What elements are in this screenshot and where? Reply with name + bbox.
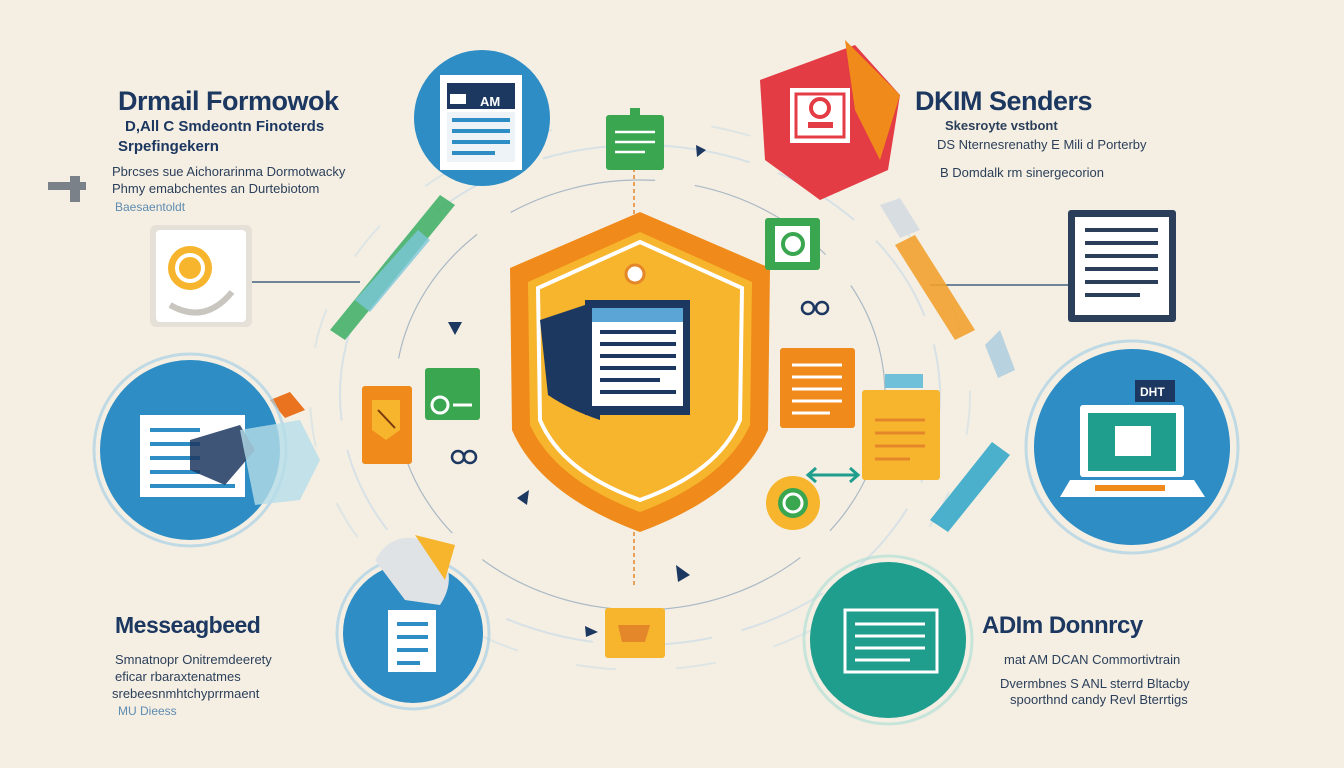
- right-document-icon: [1068, 210, 1176, 322]
- top-right-text-3: B Domdalk rm sinergecorion: [940, 165, 1105, 180]
- dash-accent-icon: [48, 176, 86, 202]
- bottom-left-title: Messeagbeed: [115, 612, 261, 638]
- padlock-circle-icon: [335, 535, 491, 711]
- top-left-text-1: Pbrcses sue Aichorarinma Dormotwacky: [112, 164, 346, 179]
- double-arrow-icon: [805, 466, 861, 484]
- bottom-left-text-4: MU Dieess: [118, 704, 177, 718]
- inbox-circle-icon: [802, 554, 974, 726]
- top-left-text-2: Phmy emabchentes an Durtebiotom: [112, 181, 320, 196]
- green-check-card-icon: [425, 368, 480, 420]
- diagonal-streaks: [270, 195, 1015, 532]
- green-seal-icon: [765, 218, 820, 270]
- top-right-title: DKIM Senders: [915, 86, 1093, 116]
- yellow-doc-card-icon: [862, 374, 940, 480]
- top-left-subtitle: D,All C Smdeontn Finoterds: [125, 118, 325, 135]
- bottom-left-text-1: Smnatnopr Onitremdeerety: [115, 652, 272, 667]
- bottom-right-text-1: mat AM DCAN Commortivtrain: [1004, 652, 1181, 667]
- seal-badge-icon: [150, 225, 252, 327]
- top-right-text-1: Skesroyte vstbont: [945, 118, 1058, 133]
- bottom-right-text-3: spoorthnd candy Revl Bterrtigs: [1010, 692, 1188, 707]
- message-circle-icon: [92, 352, 320, 548]
- bottom-left-text-3: srebeesnmhtchyprrmaent: [112, 686, 260, 701]
- top-left-subtitle-2: Srpefingekern: [118, 138, 219, 155]
- bottom-left-text-2: eficar rbaraxtenatmes: [115, 669, 241, 684]
- document-circle-icon: [414, 50, 550, 186]
- laptop-circle-icon: [1024, 339, 1240, 555]
- secure-mail-shield-icon: [760, 40, 900, 200]
- bottom-right-title: ADIm Donnrcy: [982, 612, 1143, 639]
- top-left-title: Drmail Formowok: [118, 86, 339, 116]
- yellow-coin-icon: [766, 476, 820, 530]
- green-tag-icon: [606, 108, 664, 170]
- arrow-accents: [448, 145, 706, 637]
- yellow-envelope-icon: [605, 608, 665, 658]
- screen-text: DHT: [1140, 385, 1165, 399]
- orange-list-card-icon: [780, 348, 855, 428]
- bottom-right-text-2: Dvermbnes S ANL sterrd Bltacby: [1000, 676, 1190, 691]
- central-shield-icon: [510, 212, 770, 532]
- top-left-text-3: Baesaentoldt: [115, 200, 186, 214]
- chain-link-icon: [450, 300, 830, 465]
- orange-note-icon: [362, 386, 412, 464]
- top-right-text-2: DS Nternesrenathy E Mili d Porterby: [937, 137, 1147, 152]
- badge-text: AM: [480, 94, 500, 109]
- connector-lines: [245, 168, 1070, 585]
